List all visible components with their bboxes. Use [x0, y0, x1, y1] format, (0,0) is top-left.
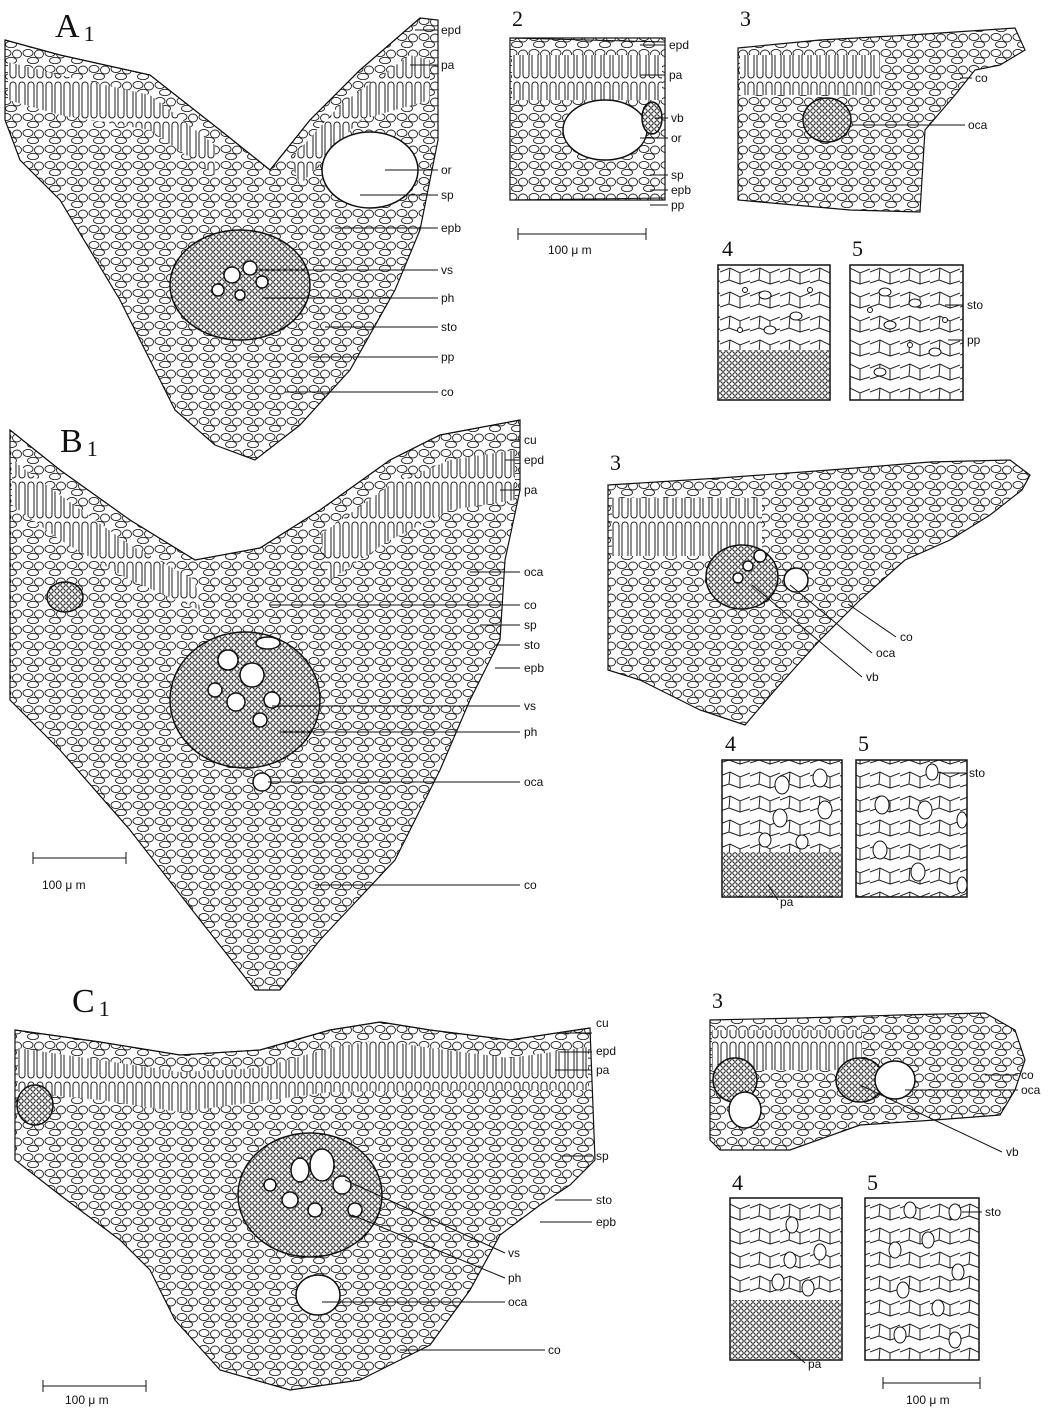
panel-b-letter: B: [60, 423, 83, 460]
c1-label-epd: epd: [596, 1045, 616, 1057]
a5-label-sto: sto: [967, 299, 983, 311]
b1-label-sp: sp: [524, 619, 537, 631]
c5-label-sto: sto: [985, 1206, 1001, 1218]
b1-label-sto: sto: [524, 639, 540, 651]
a1-label-or: or: [441, 164, 452, 176]
b4-label-pa: pa: [780, 896, 793, 908]
a1-label-ph: ph: [441, 292, 454, 304]
a1-label-pa: pa: [441, 59, 454, 71]
panel-a4-epidermis: [718, 265, 830, 400]
panel-b4-number: 4: [725, 733, 736, 755]
panel-c4-number: 4: [732, 1172, 743, 1194]
a2-label-vb: vb: [671, 112, 684, 124]
c1-label-cu: cu: [596, 1017, 609, 1029]
c4-label-pa: pa: [808, 1358, 821, 1370]
a3-label-co: co: [975, 72, 988, 84]
c3-label-co: co: [1021, 1069, 1034, 1081]
c1-label-sto: sto: [596, 1194, 612, 1206]
panel-a1-section: [5, 18, 438, 460]
panel-c5-epidermis: [865, 1198, 982, 1389]
panel-a2-section: [510, 38, 668, 240]
c1-label-epb: epb: [596, 1216, 616, 1228]
b1-label-oca-upper: oca: [524, 566, 543, 578]
b3-label-vb: vb: [866, 671, 879, 683]
a2-label-pp: pp: [671, 199, 684, 211]
b1-scale-label: 100 μ m: [42, 878, 86, 892]
b3-label-oca: oca: [876, 647, 895, 659]
b1-label-cu: cu: [524, 434, 537, 446]
c1-label-oca: oca: [508, 1296, 527, 1308]
a2-label-or: or: [671, 132, 682, 144]
a1-label-epd: epd: [441, 24, 461, 36]
c1-label-ph: ph: [508, 1272, 521, 1284]
b1-label-co-upper: co: [524, 599, 537, 611]
panel-a-letter: A: [55, 8, 80, 45]
a2-label-epb: epb: [671, 184, 691, 196]
a2-label-pa: pa: [669, 69, 682, 81]
panel-a3-number: 3: [740, 8, 751, 30]
panel-c5-number: 5: [867, 1172, 878, 1194]
panel-b-index: 1: [87, 436, 98, 461]
panel-a5-number: 5: [852, 238, 863, 260]
c3-label-oca: oca: [1021, 1084, 1040, 1096]
c5-scale-label: 100 μ m: [906, 1393, 950, 1407]
panel-a5-epidermis: [850, 265, 963, 400]
b1-label-co-lower: co: [524, 879, 537, 891]
b5-label-sto: sto: [969, 767, 985, 779]
panel-c3-section: [710, 1013, 1025, 1152]
c1-label-co: co: [548, 1344, 561, 1356]
b1-label-epd: epd: [524, 454, 544, 466]
b1-label-epb: epb: [524, 662, 544, 674]
panel-c3-number: 3: [712, 990, 723, 1012]
panel-c-letter: C: [72, 983, 95, 1020]
c1-scale-label: 100 μ m: [65, 1393, 109, 1407]
a1-label-vs: vs: [441, 264, 453, 276]
a1-label-sp: sp: [441, 189, 454, 201]
panel-b5-number: 5: [858, 733, 869, 755]
c1-label-vs: vs: [508, 1247, 520, 1259]
panel-c1-section: [15, 1022, 595, 1392]
b3-label-co: co: [900, 631, 913, 643]
panel-b5-epidermis: [856, 760, 967, 897]
a2-label-epd: epd: [669, 39, 689, 51]
a1-label-co: co: [441, 386, 454, 398]
panel-b3-number: 3: [610, 452, 621, 474]
a1-label-epb: epb: [441, 222, 461, 234]
a2-label-sp: sp: [671, 169, 684, 181]
a2-scale-label: 100 μ m: [548, 243, 592, 257]
c1-label-sp: sp: [596, 1150, 609, 1162]
panel-b4-epidermis: [722, 760, 842, 900]
panel-c-index: 1: [99, 996, 110, 1021]
b1-label-pa: pa: [524, 484, 537, 496]
panel-a2-number: 2: [512, 8, 523, 30]
b1-label-ph: ph: [524, 726, 537, 738]
panel-a-index: 1: [84, 21, 95, 46]
c1-label-pa: pa: [596, 1064, 609, 1076]
b1-label-oca-lower: oca: [524, 776, 543, 788]
b1-label-vs: vs: [524, 700, 536, 712]
a1-label-sto: sto: [441, 321, 457, 333]
panel-b3-section: [608, 460, 1030, 725]
a5-label-pp: pp: [967, 334, 980, 346]
a3-label-oca: oca: [968, 119, 987, 131]
panel-a4-number: 4: [722, 238, 733, 260]
panel-c4-epidermis: [730, 1198, 842, 1363]
c3-label-vb: vb: [1006, 1146, 1019, 1158]
panel-b1-section: [10, 420, 520, 990]
a1-label-pp: pp: [441, 351, 454, 363]
